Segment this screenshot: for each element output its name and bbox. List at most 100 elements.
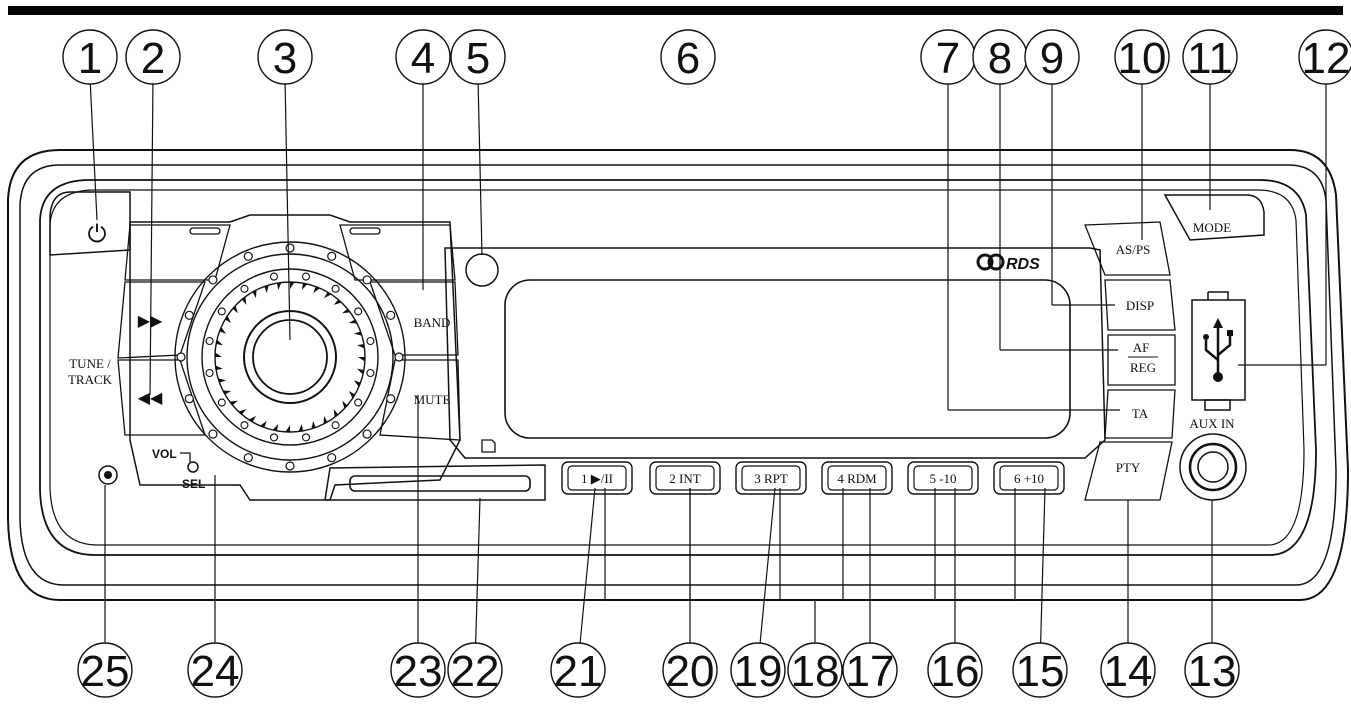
tune-label: TUNE / [69, 356, 111, 371]
callout-number: 23 [394, 647, 443, 696]
callout-circle [730, 642, 786, 698]
aux-in-bezel [1179, 433, 1247, 501]
disc-slot [349, 475, 531, 492]
faceplate-outline [39, 179, 1317, 556]
callout-number: 24 [191, 647, 240, 696]
callout-circle [660, 29, 716, 85]
ir-sensor [465, 253, 499, 287]
callout-circle [395, 29, 451, 85]
callout-8: 8 [972, 29, 1028, 85]
callout-circle [447, 642, 503, 698]
top-rule [8, 6, 1343, 15]
preset-label: 3 RPT [754, 471, 788, 486]
callout-number: 5 [466, 34, 490, 83]
outer-housing [7, 149, 1350, 601]
reset-hole[interactable] [98, 465, 118, 485]
callout-circle [390, 642, 446, 698]
housing-inner-edge [19, 164, 1337, 586]
upper-right-key[interactable] [339, 224, 456, 281]
callout-number: 3 [273, 34, 297, 83]
preset-button-1[interactable]: 1 ▶/II [561, 461, 633, 495]
callout-circle [450, 29, 506, 85]
preset-button-5[interactable]: 5 -10 [907, 461, 979, 495]
callout-circle [1184, 642, 1240, 698]
display-bezel [444, 247, 1106, 459]
preset-button-6[interactable]: 6 +10 [993, 461, 1065, 495]
disp-label: DISP [1126, 298, 1154, 313]
callout-3: 3 [257, 29, 313, 85]
callout-number: 14 [1104, 647, 1153, 696]
pty-label: PTY [1116, 460, 1141, 475]
preset-label: 4 RDM [837, 471, 877, 486]
display-screen [504, 279, 1071, 439]
preset-label: 5 -10 [929, 471, 956, 486]
callout-2: 2 [125, 29, 181, 85]
callout-circle [842, 642, 898, 698]
usb-port[interactable] [1191, 291, 1246, 411]
volume-knob[interactable] [174, 241, 406, 473]
callout-20: 20 [662, 642, 718, 698]
callout-circle [1024, 29, 1080, 85]
callout-number: 20 [666, 647, 715, 696]
upper-right-key-slot [349, 227, 381, 235]
band-button[interactable] [369, 281, 459, 356]
rds-logo: RDS [976, 253, 1040, 273]
callout-number: 4 [411, 34, 435, 83]
ta-button[interactable] [1104, 389, 1176, 439]
callout-circle [662, 642, 718, 698]
callout-number: 19 [734, 647, 783, 696]
pty-button[interactable] [1084, 441, 1173, 501]
callout-circle [257, 29, 313, 85]
af-reg-button[interactable] [1107, 334, 1176, 386]
callout-circle [1012, 642, 1068, 698]
mode-label: MODE [1193, 220, 1231, 235]
callout-4: 4 [395, 29, 451, 85]
disp-button[interactable] [1104, 279, 1176, 331]
callout-number: 17 [846, 647, 895, 696]
knob-indicator-dots [176, 243, 404, 471]
callout-number: 16 [931, 647, 980, 696]
callout-number: 22 [451, 647, 500, 696]
callout-6: 6 [660, 29, 716, 85]
callout-number: 1 [78, 34, 102, 83]
upper-left-key[interactable] [124, 224, 231, 281]
callout-number: 2 [141, 34, 165, 83]
callout-18: 18 [787, 642, 843, 698]
mute-label: MUTE [414, 392, 451, 407]
callout-number: 11 [1187, 34, 1233, 83]
af-label: AF [1133, 340, 1150, 355]
knob-grip-teeth [215, 282, 365, 432]
callout-12: 12 [1298, 29, 1351, 85]
as-ps-label: AS/PS [1116, 242, 1151, 257]
left-cluster-outline [129, 214, 461, 501]
callout-circle [787, 642, 843, 698]
power-button[interactable] [49, 191, 131, 256]
aux-in-jack[interactable] [1188, 442, 1238, 492]
callout-24: 24 [187, 642, 243, 698]
preset-label: 2 INT [669, 471, 700, 486]
callout-number: 12 [1302, 34, 1351, 83]
callout-1: 1 [62, 29, 118, 85]
preset-button-4[interactable]: 4 RDM [821, 461, 893, 495]
rewind-icon: ◀◀ [138, 388, 163, 407]
faceplate-inner [49, 189, 1305, 546]
mute-button[interactable] [379, 359, 461, 441]
as-ps-button[interactable] [1084, 221, 1171, 276]
callout-number: 6 [676, 34, 700, 83]
callout-circle [187, 642, 243, 698]
preset-label: 1 ▶/II [581, 471, 613, 486]
preset-label: 6 +10 [1014, 471, 1044, 486]
callout-number: 7 [936, 34, 960, 83]
vol-sel-bracket [180, 452, 191, 462]
callout-number: 15 [1016, 647, 1065, 696]
callout-number: 8 [988, 34, 1012, 83]
callout-number: 18 [791, 647, 840, 696]
band-label: BAND [414, 315, 451, 330]
preset-button-2[interactable]: 2 INT [649, 461, 721, 495]
preset-button-3[interactable]: 3 RPT [735, 461, 807, 495]
mode-button[interactable] [1163, 194, 1265, 241]
callout-9: 9 [1024, 29, 1080, 85]
